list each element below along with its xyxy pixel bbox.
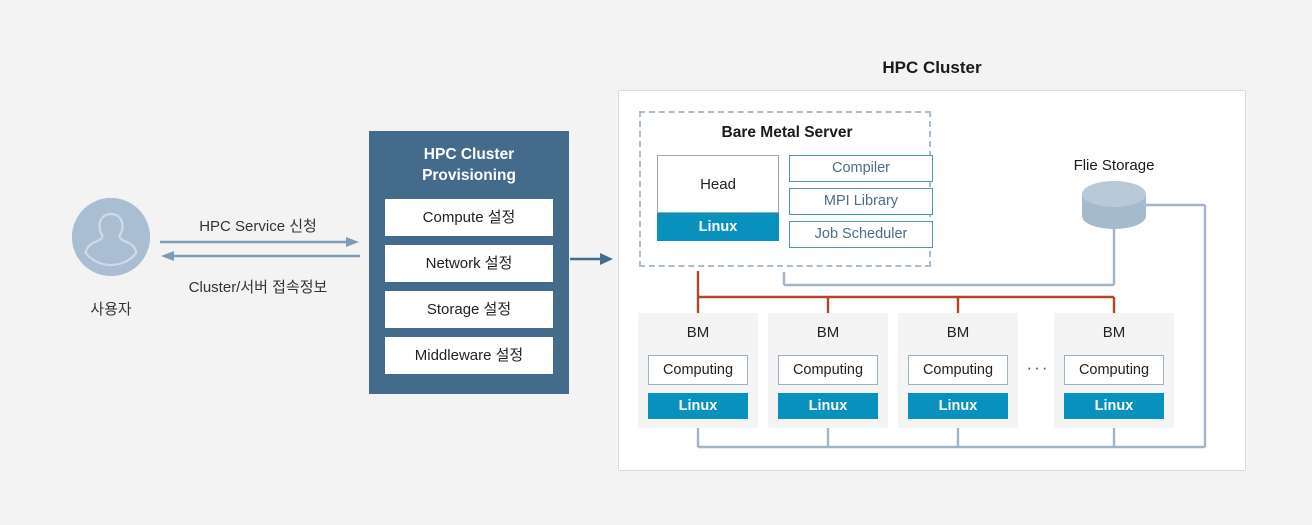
software-box-mpi-library: MPI Library bbox=[789, 188, 933, 215]
flow-label-response: Cluster/서버 접속정보 bbox=[188, 279, 328, 296]
provisioning-item-compute[interactable]: Compute 설정 bbox=[385, 198, 553, 236]
hpc-cluster-title: HPC Cluster bbox=[882, 58, 982, 77]
hpc-provisioning-panel: HPC Cluster Provisioning Compute 설정 Netw… bbox=[369, 131, 569, 394]
file-storage-label: Flie Storage bbox=[1073, 157, 1155, 174]
database-cylinder-icon bbox=[1082, 181, 1146, 229]
provisioning-item-middleware[interactable]: Middleware 설정 bbox=[385, 336, 553, 374]
bm-node-role: Computing bbox=[908, 355, 1008, 385]
bm-node-1: BM Computing Linux bbox=[638, 313, 758, 428]
head-node-os-badge: Linux bbox=[657, 213, 779, 241]
bm-node-role: Computing bbox=[648, 355, 748, 385]
bm-node-title: BM bbox=[1102, 324, 1126, 341]
bm-node-os-badge: Linux bbox=[908, 393, 1008, 419]
bare-metal-server-title: Bare Metal Server bbox=[721, 124, 853, 141]
bm-node-os-badge: Linux bbox=[1064, 393, 1164, 419]
bm-node-os-badge: Linux bbox=[648, 393, 748, 419]
provisioning-title: HPC Cluster Provisioning bbox=[422, 146, 516, 184]
bm-node-os-badge: Linux bbox=[778, 393, 878, 419]
flow-label-request: HPC Service 신청 bbox=[199, 218, 317, 235]
arrow-request-icon bbox=[160, 237, 359, 247]
arrow-to-cluster-icon bbox=[570, 253, 613, 265]
bm-node-title: BM bbox=[686, 324, 710, 341]
bm-node-4: BM Computing Linux bbox=[1054, 313, 1174, 428]
arrow-response-icon bbox=[161, 251, 360, 261]
bm-node-title: BM bbox=[816, 324, 840, 341]
head-node-box: Head bbox=[657, 155, 779, 213]
bm-node-2: BM Computing Linux bbox=[768, 313, 888, 428]
bm-nodes-ellipsis: ··· bbox=[1026, 358, 1050, 377]
user-avatar-icon bbox=[72, 198, 150, 276]
user-label: 사용자 bbox=[90, 301, 132, 318]
bm-node-title: BM bbox=[946, 324, 970, 341]
bm-node-role: Computing bbox=[1064, 355, 1164, 385]
bare-metal-server-group: Bare Metal Server Head Linux Compiler MP… bbox=[639, 111, 933, 267]
bm-node-3: BM Computing Linux bbox=[898, 313, 1018, 428]
software-box-compiler: Compiler bbox=[789, 155, 933, 182]
provisioning-item-network[interactable]: Network 설정 bbox=[385, 244, 553, 282]
provisioning-item-storage[interactable]: Storage 설정 bbox=[385, 290, 553, 328]
bm-node-role: Computing bbox=[778, 355, 878, 385]
software-box-job-scheduler: Job Scheduler bbox=[789, 221, 933, 248]
